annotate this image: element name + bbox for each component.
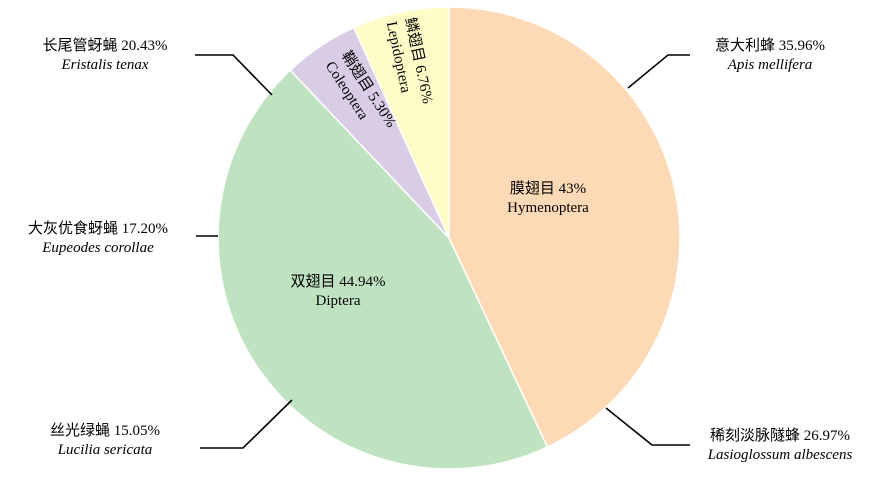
annotation-eristalis: 长尾管蚜蝇 20.43% Eristalis tenax [15,37,195,75]
leader-line-lasioglossum [605,407,690,446]
annotation-lucilia: 丝光绿蝇 15.05% Lucilia sericata [15,422,195,460]
annotation-latin: Lucilia sericata [57,442,153,458]
annotation-lasioglossum: 稀刻淡脉隧蜂 26.97% Lasioglossum albescens [680,427,880,465]
annotation-apis: 意大利蜂 35.96% Apis mellifera [680,37,860,75]
slice-label-diptera: 双翅目 44.94% Diptera [278,273,398,311]
annotation-latin: Eristalis tenax [61,57,149,73]
leader-line-eristalis [195,54,273,96]
slice-label-hymenoptera: 膜翅目 43% Hymenoptera [488,180,608,218]
pie-slice-diptera [217,69,549,470]
annotation-name: 丝光绿蝇 15.05% [50,423,160,439]
leader-line-lucilia [200,399,293,449]
annotation-latin: Lasioglossum albescens [707,447,853,463]
pie-slice-hymenoptera [448,6,681,449]
annotation-latin: Apis mellifera [727,57,813,73]
leader-line-apis [627,54,690,89]
slice-label-latin: Diptera [315,293,361,309]
annotation-eupeodes: 大灰优食蚜蝇 17.20% Eupeodes corollae [2,220,194,258]
slice-label-name: 双翅目 44.94% [290,274,386,290]
annotation-name: 稀刻淡脉隧蜂 26.97% [710,428,850,444]
annotation-latin: Eupeodes corollae [42,240,154,256]
annotation-name: 意大利蜂 35.96% [715,38,825,54]
annotation-name: 长尾管蚜蝇 20.43% [42,38,168,54]
pie-slice-lepidoptera [352,6,450,239]
slice-label-name: 膜翅目 43% [509,181,587,197]
slice-label-latin: Hymenoptera [507,200,589,216]
annotation-name: 大灰优食蚜蝇 17.20% [28,221,168,237]
